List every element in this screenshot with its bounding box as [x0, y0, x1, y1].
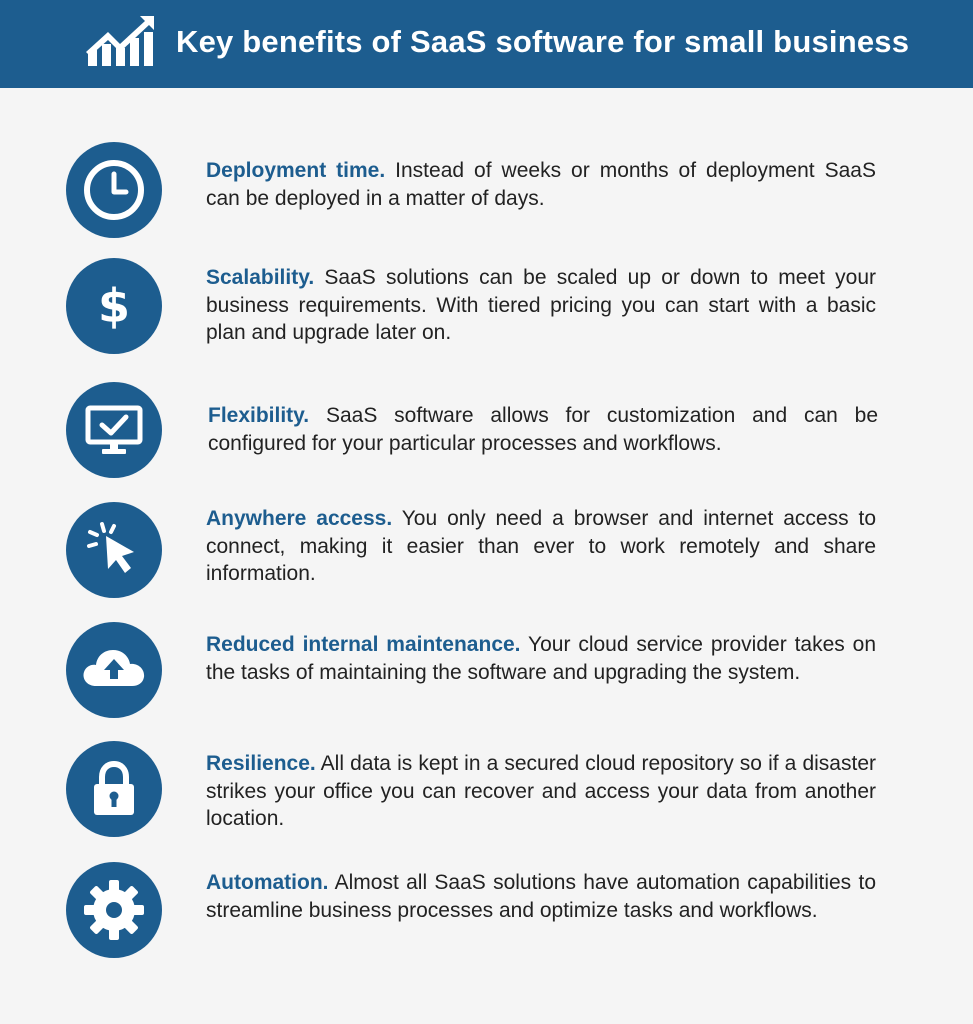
clock-icon — [84, 160, 144, 220]
page-title: Key benefits of SaaS software for small … — [176, 24, 910, 59]
benefit-text: Scalability. SaaS solutions can be scale… — [206, 264, 876, 347]
benefit-title: Scalability. — [206, 266, 315, 289]
benefit-body: SaaS solutions can be scaled up or down … — [206, 266, 876, 344]
benefit-icon-circle — [66, 622, 162, 718]
benefit-icon-circle — [66, 862, 162, 958]
benefit-title: Automation. — [206, 871, 329, 894]
benefit-body: Instead of weeks or months of deployment… — [206, 159, 876, 210]
benefit-title: Anywhere access. — [206, 507, 393, 530]
benefit-title: Deployment time. — [206, 159, 386, 182]
benefit-body: Your cloud service provider takes on the… — [206, 633, 876, 684]
cursor-click-icon — [87, 522, 134, 573]
benefit-text: Reduced internal maintenance. Your cloud… — [206, 631, 876, 686]
cloud-upload-icon — [83, 650, 145, 686]
padlock-icon — [94, 760, 134, 815]
benefit-text: Deployment time. Instead of weeks or mon… — [206, 157, 876, 212]
benefit-text: Flexibility. SaaS software allows for cu… — [208, 402, 878, 457]
benefit-icon-circle: $ — [66, 258, 162, 354]
benefit-text: Resilience. All data is kept in a secure… — [206, 750, 876, 833]
benefit-icon-circle — [66, 741, 162, 837]
benefit-text: Anywhere access. You only need a browser… — [206, 505, 876, 588]
header-banner: Key benefits of SaaS software for small … — [0, 0, 973, 88]
benefit-body: Almost all SaaS solutions have automatio… — [206, 871, 876, 922]
benefit-icon-circle — [66, 502, 162, 598]
gear-icon — [84, 880, 144, 940]
benefit-title: Flexibility. — [208, 404, 310, 427]
benefit-body: SaaS software allows for customization a… — [208, 404, 878, 455]
benefit-body: All data is kept in a secured cloud repo… — [206, 752, 876, 830]
growth-chart-icon — [86, 16, 154, 66]
benefit-text: Automation. Almost all SaaS solutions ha… — [206, 869, 876, 924]
benefit-icon-circle — [66, 142, 162, 238]
monitor-check-icon — [85, 405, 143, 454]
benefit-icon-circle — [66, 382, 162, 478]
benefit-title: Resilience. — [206, 752, 316, 775]
benefit-title: Reduced internal maintenance. — [206, 633, 521, 656]
svg-text:$: $ — [98, 279, 130, 333]
dollar-icon: $ — [98, 279, 130, 333]
benefit-body: You only need a browser and internet acc… — [206, 507, 876, 585]
